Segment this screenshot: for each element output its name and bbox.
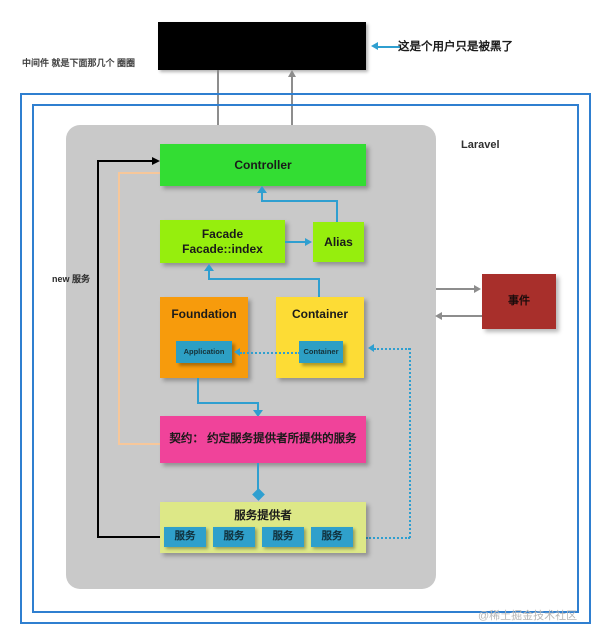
redacted-user-box	[158, 22, 366, 70]
service-chip-row: 服务 服务 服务 服务	[164, 527, 364, 547]
controller-box: Controller	[160, 144, 366, 186]
foundation-to-contract-hline	[197, 402, 259, 404]
controller-to-blackbox-arrowhead	[287, 70, 296, 77]
controller-to-blackbox-line	[291, 77, 293, 143]
provider-to-container-dotted-bottom	[366, 537, 410, 539]
contract-to-controller-hline-bottom	[118, 443, 163, 445]
service-chip: 服务	[213, 527, 255, 547]
foundation-to-contract-vline-a	[197, 378, 199, 403]
container-to-application-arrowhead	[234, 348, 240, 356]
container-to-facade-upline	[208, 271, 210, 280]
new-service-label: new 服务	[52, 274, 91, 284]
outer-frame	[20, 93, 591, 624]
contract-to-provider-line	[257, 463, 259, 490]
provider-to-container-dotted-top	[374, 348, 410, 350]
foundation-box: Foundation	[160, 297, 248, 378]
alias-to-controller-hline	[261, 200, 338, 202]
blackbox-to-controller-line	[217, 70, 219, 136]
container-to-application-dotted	[240, 352, 300, 354]
alias-to-controller-arrowhead	[257, 186, 267, 193]
alias-box: Alias	[313, 222, 364, 262]
event-to-panel-arrowhead	[435, 312, 442, 320]
provider-to-controller-arrowhead	[152, 156, 160, 165]
provider-to-container-dotted-vertical	[409, 348, 411, 538]
laravel-label: Laravel	[461, 139, 500, 151]
facade-to-alias-arrowhead	[305, 237, 312, 246]
provider-to-controller-hline-bottom	[97, 536, 163, 538]
container-inner-box: Container	[299, 341, 343, 363]
contract-to-controller-vline	[118, 172, 120, 444]
service-chip: 服务	[262, 527, 304, 547]
contract-to-controller-hline-top	[118, 172, 180, 174]
event-box: 事件	[482, 274, 556, 329]
inner-frame	[32, 104, 579, 613]
alias-to-controller-vline	[336, 200, 338, 222]
blackbox-callout-line	[378, 45, 400, 48]
watermark: @稀土掘金技术社区	[478, 610, 578, 622]
provider-to-controller-hline-top	[97, 160, 153, 162]
middleware-note: 中间件 就是下面那几个 圈圈	[22, 58, 136, 68]
facade-to-alias-line	[285, 241, 306, 243]
provider-to-container-arrowhead	[368, 344, 374, 352]
facade-line-1: Facade	[201, 226, 244, 241]
blackbox-callout-arrowhead	[371, 42, 378, 50]
container-to-facade-arrowhead	[204, 264, 214, 271]
contract-box: 契约： 约定服务提供者所提供的服务	[160, 416, 366, 463]
foundation-to-contract-arrowhead	[253, 410, 263, 417]
foundation-to-contract-vline-b	[257, 402, 259, 411]
application-inner-box: Application	[176, 341, 232, 363]
event-to-panel-line	[442, 315, 482, 317]
facade-line-2: Facade::index	[182, 241, 263, 256]
service-chip: 服务	[164, 527, 206, 547]
container-to-facade-hline	[208, 278, 320, 280]
blackbox-note: 这是个用户只是被黑了	[398, 41, 513, 53]
facade-box: Facade Facade::index	[160, 220, 285, 263]
alias-to-controller-upline	[261, 193, 263, 202]
container-box: Container	[276, 297, 364, 378]
panel-to-event-arrowhead	[474, 285, 481, 293]
provider-to-controller-vline	[97, 160, 99, 538]
service-chip: 服务	[311, 527, 353, 547]
panel-to-event-line	[436, 288, 476, 290]
container-to-facade-vline	[318, 278, 320, 297]
